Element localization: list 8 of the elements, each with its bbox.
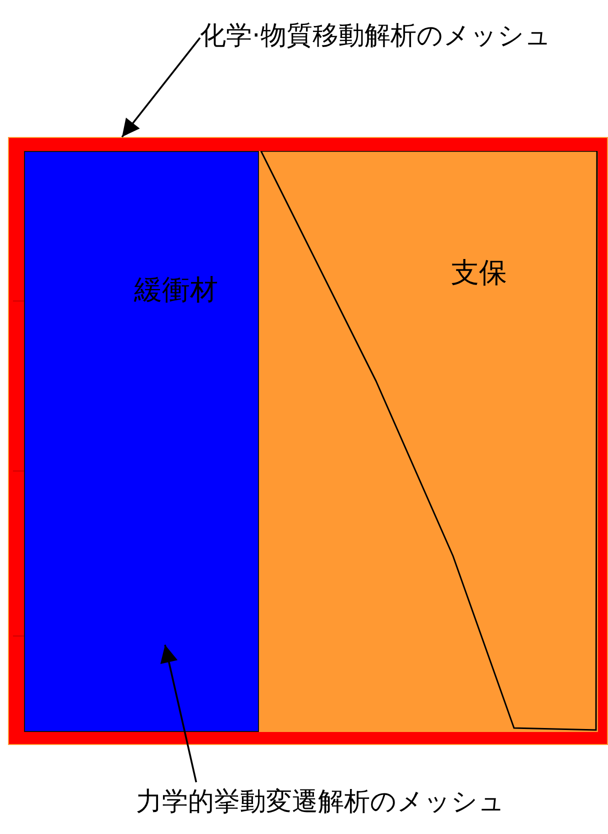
caption-text: 化学·物質移動解析のメッシュ bbox=[200, 18, 608, 54]
buffer-region bbox=[24, 151, 259, 732]
region-label: 支保 bbox=[451, 257, 507, 290]
leader-line bbox=[160, 644, 198, 782]
mesh-frame bbox=[8, 137, 608, 745]
region-label: 緩衝材 bbox=[134, 274, 218, 306]
caption-text: 力学的挙動変遷解析のメッシュ bbox=[136, 784, 566, 820]
leader-line bbox=[121, 37, 201, 138]
